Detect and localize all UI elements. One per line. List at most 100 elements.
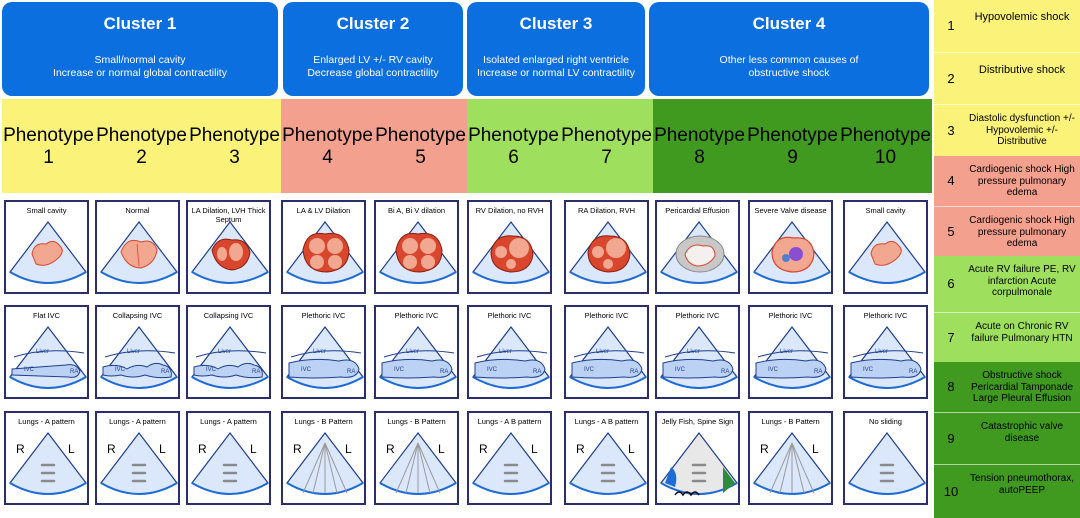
right-letter: R (479, 442, 488, 456)
ra-label: RA (70, 369, 78, 375)
ra-label: RA (630, 369, 638, 375)
cluster-desc-line: Small/normal cavity (94, 54, 186, 66)
card-label: Pericardial Effusion (665, 206, 730, 215)
cluster-desc-line: Isolated enlarged right ventricle (483, 54, 629, 66)
b-line (779, 442, 793, 494)
left-letter: L (250, 442, 257, 456)
card-illustration (9, 221, 87, 284)
heart-card-2: Normal (95, 200, 180, 294)
phenotype-word: Phenotype (654, 125, 745, 146)
legend-number: 1 (947, 18, 955, 33)
phenotype-number: 2 (136, 147, 147, 168)
card-label: No sliding (869, 417, 902, 426)
ivc-label: IVC (301, 367, 312, 373)
ultrasound-sector (100, 432, 178, 495)
card-label: Plethoric IVC (863, 311, 908, 320)
card-label: Plethoric IVC (301, 311, 346, 320)
legend-text: Cardiogenic shock High pressure pulmonar… (969, 164, 1075, 198)
phenotype-number: 7 (601, 147, 612, 168)
card-label: Lungs - A pattern (109, 417, 166, 426)
card-label: Lungs - A pattern (200, 417, 257, 426)
right-letter: R (198, 442, 207, 456)
card-illustration (569, 221, 647, 284)
card-illustration (848, 432, 926, 495)
b-line (791, 442, 805, 494)
card-illustration (191, 221, 269, 284)
heart-drawing (490, 235, 534, 273)
cluster-desc-line: Increase or normal LV contractility (477, 67, 635, 79)
card-label: Severe Valve disease (754, 206, 827, 215)
heart-drawing (302, 232, 350, 273)
ivc-label: IVC (863, 367, 874, 373)
ivc-label: IVC (24, 367, 35, 373)
b-line (417, 442, 431, 494)
card-label: LA Dilation, LVH Thick Septum (191, 206, 266, 224)
right-letter: R (386, 442, 395, 456)
cluster-1-header: Cluster 1 Small/normal cavity Increase o… (2, 2, 278, 96)
cluster-title: Cluster 1 (103, 14, 177, 33)
card-label: Plethoric IVC (394, 311, 439, 320)
legend-text: Acute on Chronic RV failure Pulmonary HT… (971, 321, 1073, 344)
card-label: RV Dilation, no RVH (475, 206, 544, 215)
cluster-desc-line: Decrease global contractility (307, 67, 439, 79)
liver-label: Liver (687, 349, 700, 355)
left-letter: L (812, 442, 819, 456)
heart-card-3: LA Dilation, LVH Thick Septum (186, 200, 271, 294)
ultrasound-sector (379, 326, 457, 389)
ultrasound-sector (848, 326, 926, 389)
card-label: Jelly Fish, Spine Sign (661, 417, 734, 426)
cluster-desc-line: Increase or normal global contractility (53, 67, 227, 79)
ultrasound-sector (100, 326, 178, 389)
phenotype-number: 6 (508, 147, 519, 168)
cluster-desc-line: Other less common causes of (719, 54, 859, 66)
heart-card-6: RV Dilation, no RVH (467, 200, 552, 294)
b-line (405, 442, 419, 494)
ultrasound-sector (191, 326, 269, 389)
ultrasound-sector (660, 326, 738, 389)
ra-label: RA (252, 369, 260, 375)
heart-drawing (675, 235, 725, 273)
legend-number: 9 (947, 431, 955, 446)
cluster-title: Cluster 3 (519, 14, 593, 33)
right-letter: R (576, 442, 585, 456)
cluster-3-header: Cluster 3 Isolated enlarged right ventri… (467, 2, 645, 96)
ra-label: RA (814, 369, 822, 375)
legend-text: Acute RV failure PE, RV infarction Acute… (968, 264, 1076, 298)
ultrasound-sector (9, 432, 87, 495)
liver-label: Liver (780, 349, 793, 355)
b-line (769, 442, 793, 494)
liver-label: Liver (875, 349, 888, 355)
ultrasound-sector (472, 326, 550, 389)
card-label: Small cavity (26, 206, 67, 215)
ivc-label: IVC (584, 367, 595, 373)
phenotype-word: Phenotype (282, 125, 373, 146)
legend-text: Hypovolemic shock (974, 11, 1070, 23)
left-letter: L (438, 442, 445, 456)
